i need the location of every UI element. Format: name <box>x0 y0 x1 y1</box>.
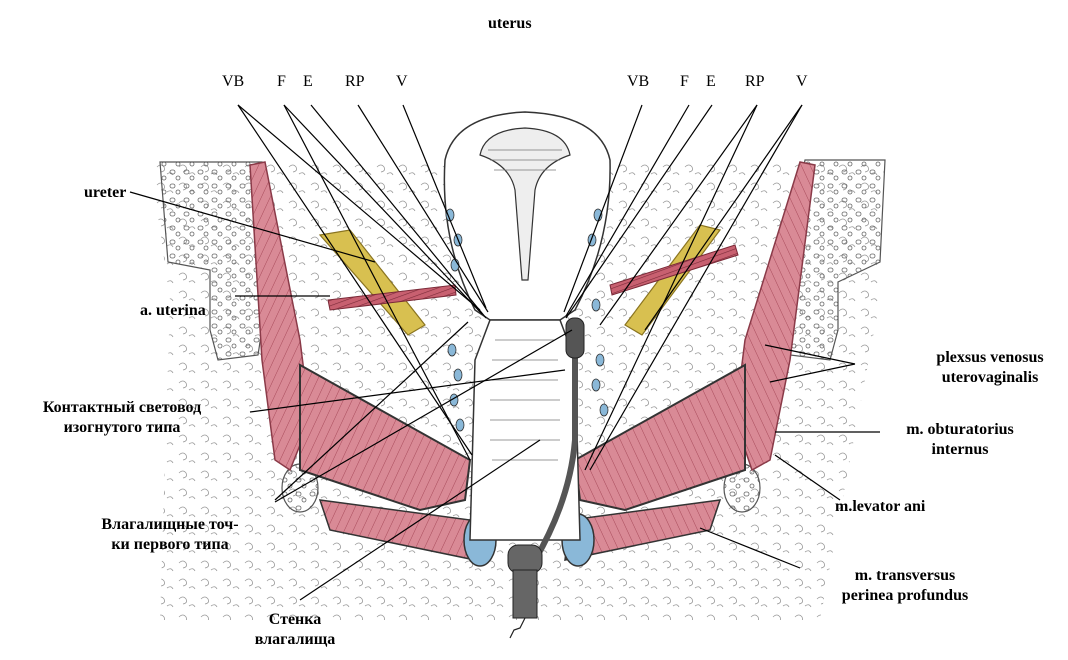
uterus-shape <box>444 112 610 320</box>
label-vaginal-points-line1: Влагалищные точ- <box>70 515 270 535</box>
label-levator-ani: m.levator ani <box>835 497 925 517</box>
label-ureter: ureter <box>84 183 126 203</box>
top-label-left-f: F <box>277 72 286 92</box>
label-light-guide-line1: Контактный световод <box>8 398 236 418</box>
top-label-right-rp: RP <box>745 72 765 92</box>
top-label-left-v: V <box>396 72 408 92</box>
label-transversus-line1: m. transversus <box>815 566 995 586</box>
top-label-right-e: E <box>706 72 716 92</box>
title-uterus: uterus <box>488 14 532 34</box>
top-label-right-v: V <box>796 72 808 92</box>
label-vagina-wall-line2: влагалища <box>230 630 360 650</box>
label-plexus: plexsus venosus uterovaginalis <box>915 348 1065 388</box>
top-label-right-f: F <box>680 72 689 92</box>
label-vagina-wall-line1: Стенка <box>230 610 360 630</box>
label-transversus: m. transversus perinea profundus <box>815 566 995 606</box>
label-transversus-line2: perinea profundus <box>815 586 995 606</box>
label-vaginal-points-line2: ки первого типа <box>70 535 270 555</box>
label-vaginal-points: Влагалищные точ- ки первого типа <box>70 515 270 555</box>
label-vagina-wall: Стенка влагалища <box>230 610 360 650</box>
label-obturatorius: m. obturatorius internus <box>880 420 1040 460</box>
label-light-guide: Контактный световод изогнутого типа <box>8 398 236 438</box>
top-label-right-vb: VB <box>627 72 649 92</box>
label-obturatorius-line2: internus <box>880 440 1040 460</box>
vagina-shape <box>470 320 580 540</box>
top-label-left-rp: RP <box>345 72 365 92</box>
label-a-uterina: a. uterina <box>140 301 206 321</box>
label-obturatorius-line1: m. obturatorius <box>880 420 1040 440</box>
label-light-guide-line2: изогнутого типа <box>8 418 236 438</box>
top-label-left-vb: VB <box>222 72 244 92</box>
label-plexus-line1: plexsus venosus <box>915 348 1065 368</box>
label-plexus-line2: uterovaginalis <box>915 368 1065 388</box>
top-label-left-e: E <box>303 72 313 92</box>
